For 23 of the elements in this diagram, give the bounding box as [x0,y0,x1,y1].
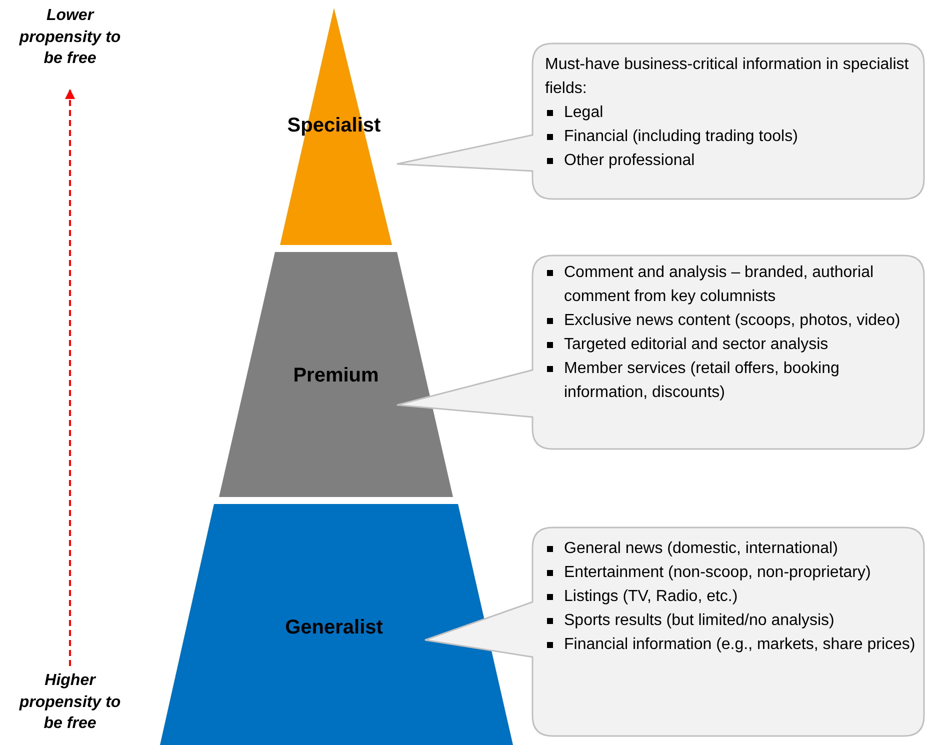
bullet-item: Targeted editorial and sector analysis [545,333,917,357]
pyramid-tier [219,252,453,497]
callout-bubble [425,527,925,737]
bullet-item: Entertainment (non-scoop, non-proprietary) [545,561,917,585]
bullet-item: Other professional [545,149,915,173]
pyramid-tier [280,8,392,245]
callout-bubble [397,43,925,200]
axis-label: Lower propensity to be free [18,6,122,70]
tier-label: Generalist [285,616,383,640]
bullet-item: Financial information (e.g., markets, share prices) [545,633,917,657]
callout-bubble [397,255,925,450]
bullet-item: Legal [545,101,915,125]
tier-label: Premium [293,364,379,388]
callout-heading: Must-have business-critical information in specialist fields: [545,55,910,99]
pyramid-tier [160,504,513,745]
bullet-item: Exclusive news content (scoops, photos, video) [545,309,917,333]
bullet-item: Member services (retail offers, booking information, discounts) [545,357,917,405]
bullet-item: General news (domestic, international) [545,537,917,561]
bullet-item: Comment and analysis – branded, authorial comment from key columnists [545,261,917,309]
bullet-item: Sports results (but limited/no analysis) [545,609,917,633]
bullet-item: Listings (TV, Radio, etc.) [545,585,917,609]
axis-label: Higher propensity to be free [18,671,122,734]
bullet-item: Financial (including trading tools) [545,125,915,149]
